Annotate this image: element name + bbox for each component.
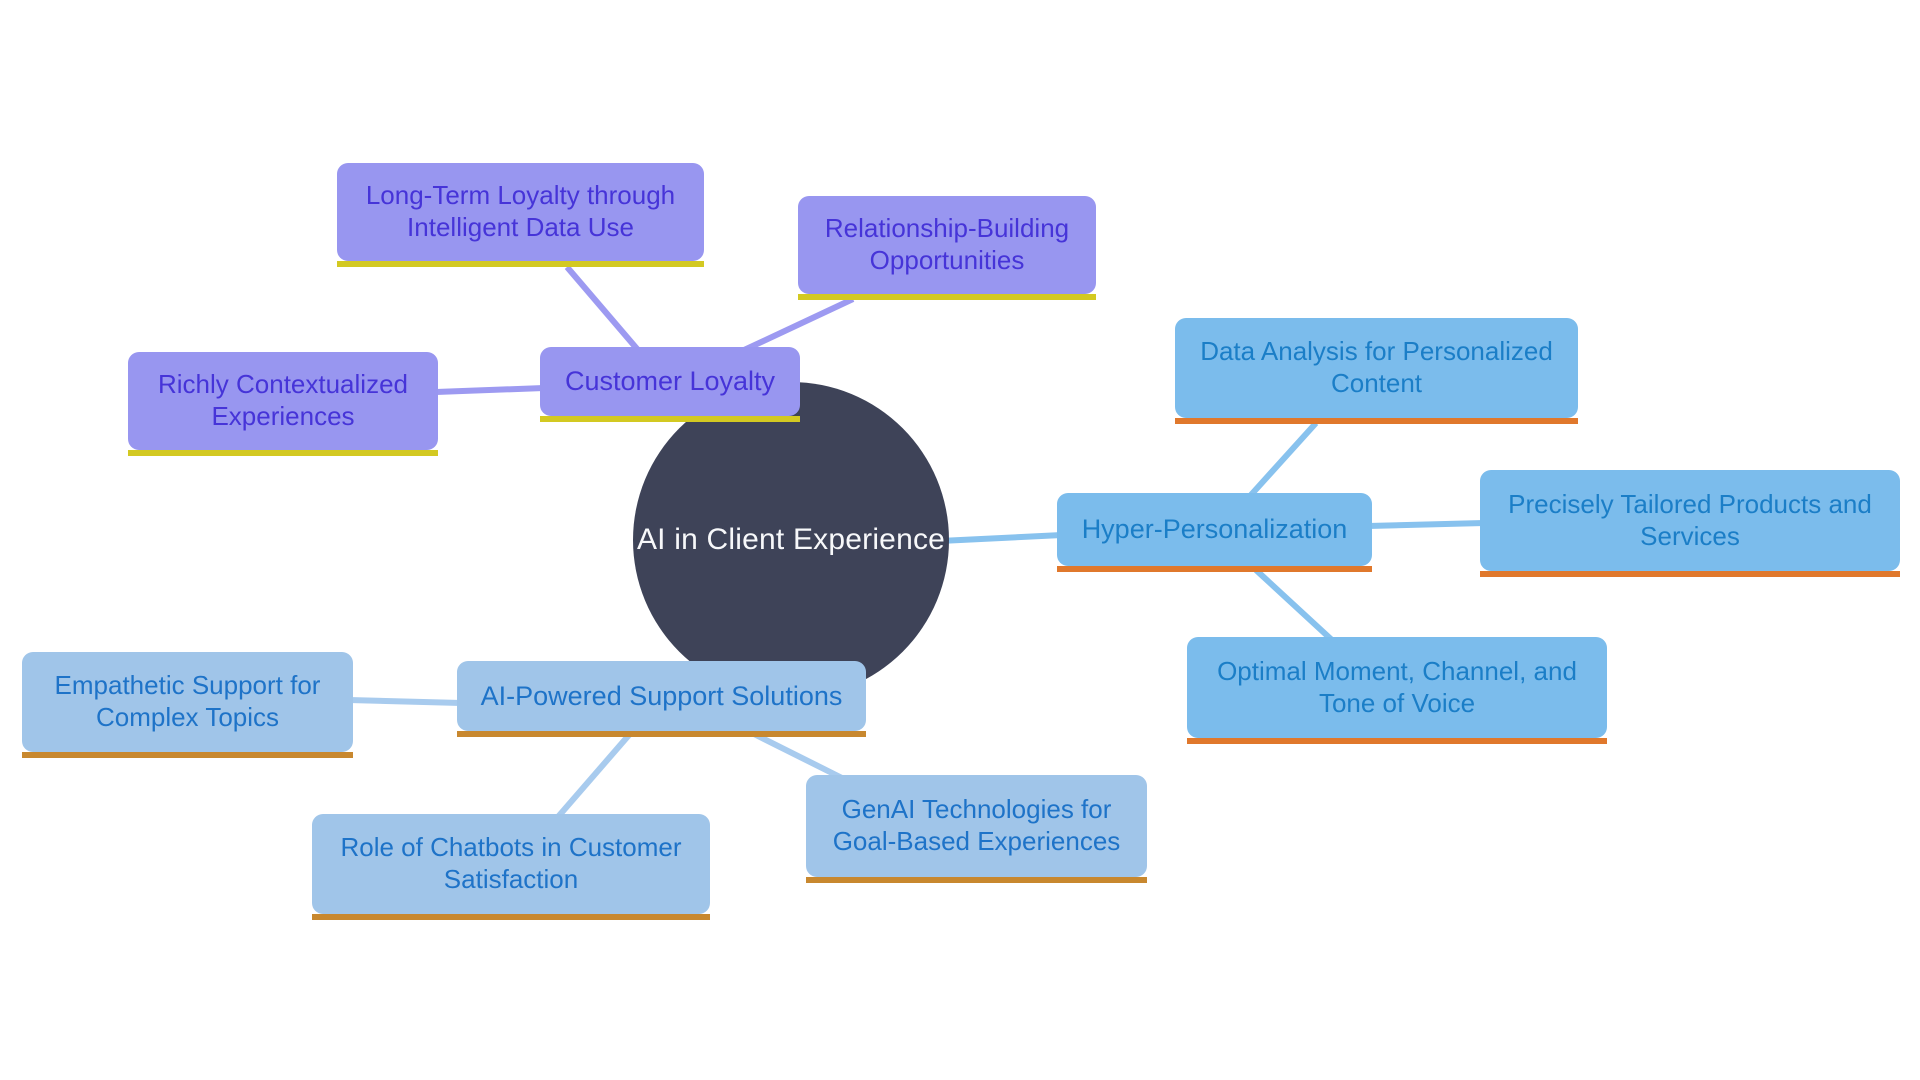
node-ai-powered-support[interactable]: AI-Powered Support Solutions <box>457 661 866 737</box>
connector-hyper-data <box>1247 420 1319 499</box>
center-node[interactable]: AI in Client Experience <box>633 382 949 698</box>
connector-hyper-precisely <box>1367 520 1485 529</box>
center-node-label: AI in Client Experience <box>636 523 946 556</box>
node-relationship-building[interactable]: Relationship-Building Opportunities <box>798 196 1096 300</box>
node-precisely-tailored[interactable]: Precisely Tailored Products and Services <box>1480 470 1900 577</box>
node-data-analysis[interactable]: Data Analysis for Personalized Content <box>1175 318 1578 424</box>
connector-hyper-optimal <box>1253 567 1336 644</box>
node-richly-contextualized[interactable]: Richly Contextualized Experiences <box>128 352 438 456</box>
connector-loyalty-longterm <box>564 265 641 352</box>
node-customer-loyalty[interactable]: Customer Loyalty <box>540 347 800 422</box>
connector-loyalty-richly <box>435 385 545 395</box>
connector-aipowered-genai <box>752 731 848 783</box>
node-role-of-chatbots[interactable]: Role of Chatbots in Customer Satisfactio… <box>312 814 710 920</box>
connector-loyalty-relationship <box>740 296 855 354</box>
connector-center-hyper <box>939 532 1063 544</box>
connector-aipowered-chatbots <box>554 733 632 820</box>
node-long-term-loyalty[interactable]: Long-Term Loyalty through Intelligent Da… <box>337 163 704 267</box>
connector-aipowered-empathetic <box>348 697 462 706</box>
node-empathetic-support[interactable]: Empathetic Support for Complex Topics <box>22 652 353 758</box>
node-genai-technologies[interactable]: GenAI Technologies for Goal-Based Experi… <box>806 775 1147 883</box>
node-hyper-personalization[interactable]: Hyper-Personalization <box>1057 493 1372 572</box>
node-optimal-moment[interactable]: Optimal Moment, Channel, and Tone of Voi… <box>1187 637 1607 744</box>
